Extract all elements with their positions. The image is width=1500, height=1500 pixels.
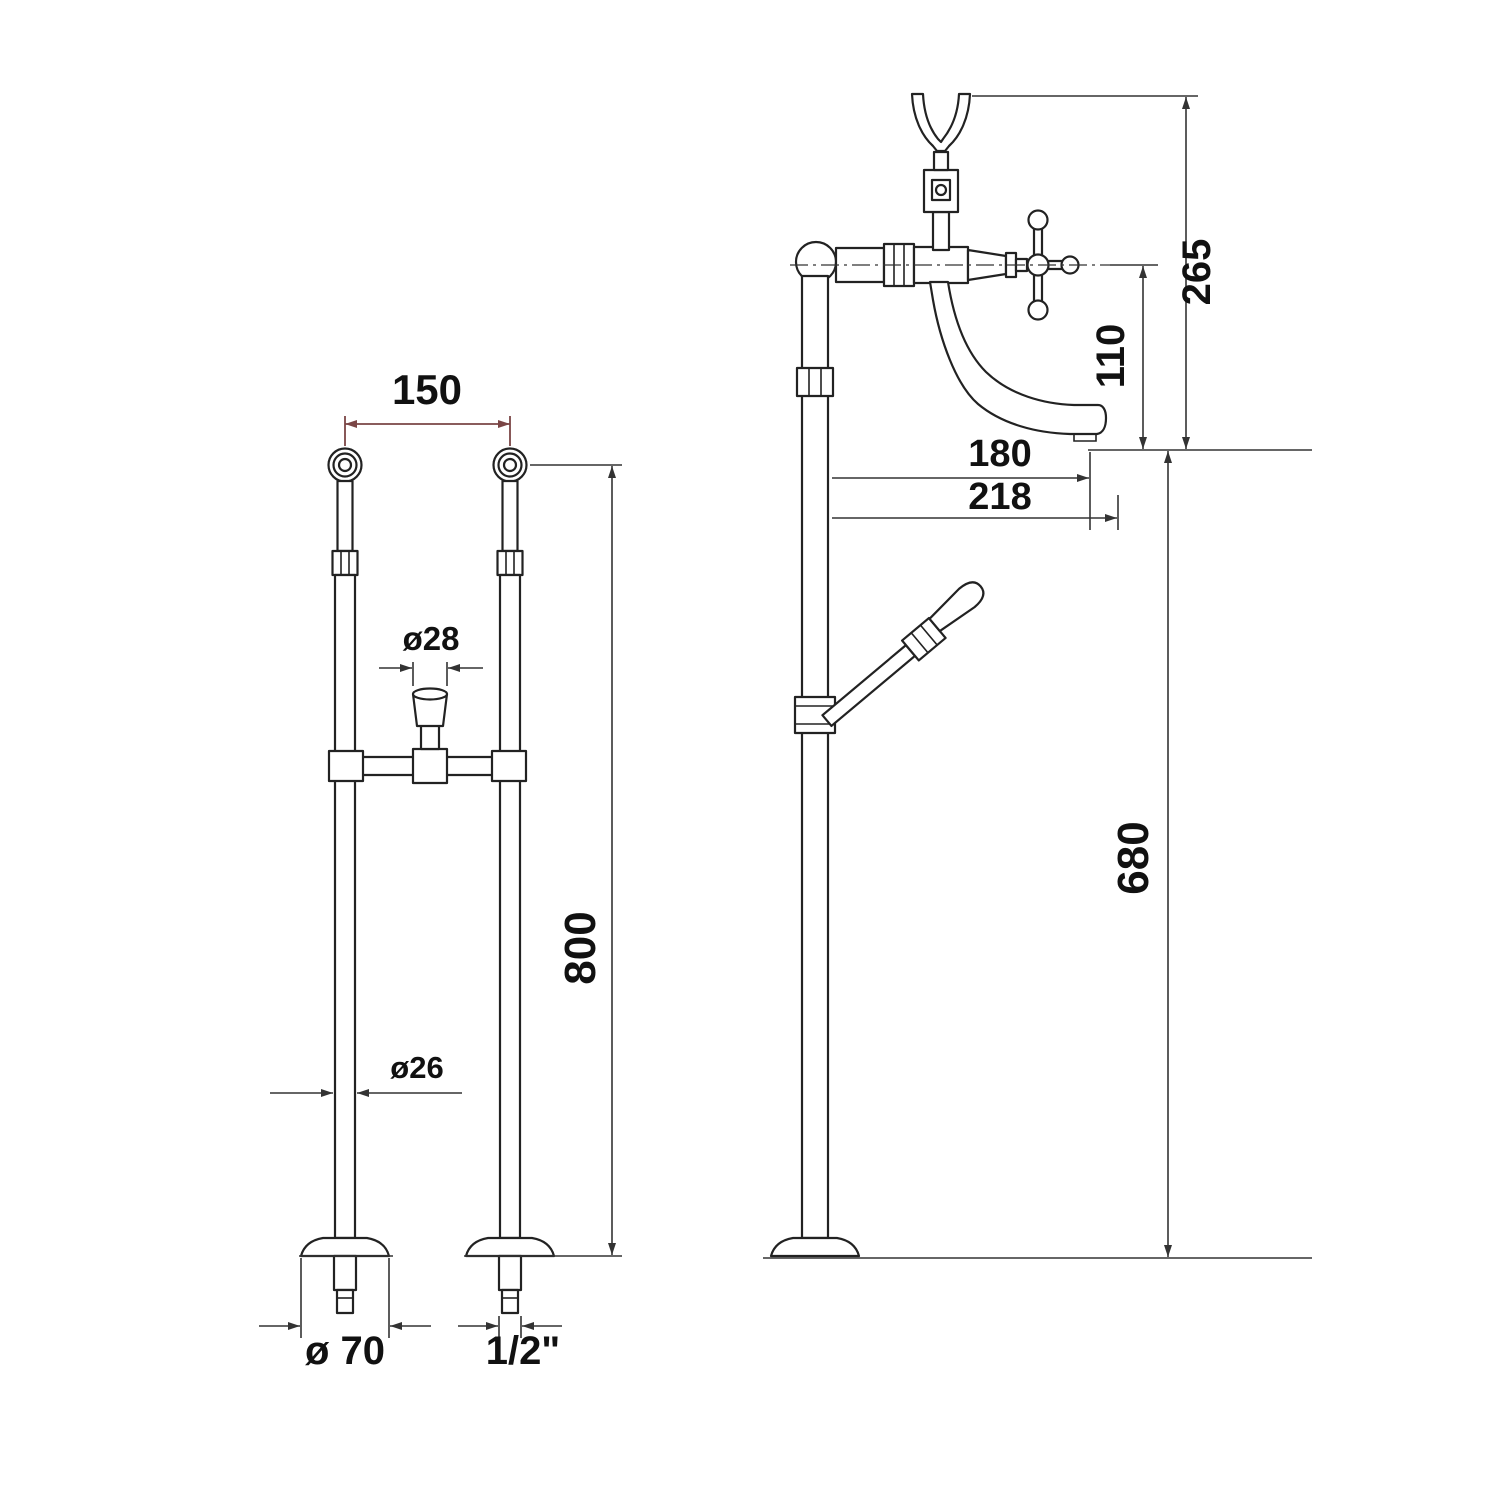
tail-pipe xyxy=(332,1254,358,1292)
right-standpipe xyxy=(464,447,556,1315)
dim-label-base-diameter: ø 70 xyxy=(305,1329,385,1373)
nut-facet xyxy=(910,632,929,654)
dim-pipe-spacing: 150 xyxy=(344,366,511,446)
riser-nut xyxy=(795,366,835,398)
dim-base-diameter: ø 70 xyxy=(259,1258,431,1373)
dim-label-holder-diameter: ø28 xyxy=(403,620,460,657)
tail-nipple xyxy=(335,1288,355,1315)
union-eye-inner xyxy=(337,457,353,473)
pipe-nut xyxy=(331,549,359,577)
pipe-nut xyxy=(496,549,524,577)
handshower-assembly xyxy=(821,581,985,728)
handle-ball-bottom xyxy=(1027,299,1049,321)
cradle-screw xyxy=(934,183,948,197)
fork-cradle xyxy=(910,92,972,153)
cradle-neck-lower xyxy=(931,210,951,252)
floor-flange xyxy=(464,1236,556,1258)
pipe-neck xyxy=(336,479,354,553)
dim-thread-size: 1/2" xyxy=(458,1316,562,1373)
dim-label-pipe-diameter: ø26 xyxy=(390,1050,443,1085)
union-eye-inner xyxy=(502,457,518,473)
spout xyxy=(928,280,1108,442)
dim-label-spout-reach-outer: 218 xyxy=(968,476,1031,518)
standpipe-tube xyxy=(498,573,522,1240)
spout-outlet-lip xyxy=(1073,434,1097,442)
dim-label-spout-drop: 110 xyxy=(1089,324,1133,389)
dim-label-column-height: 680 xyxy=(1109,821,1158,894)
shower-hose xyxy=(821,644,917,728)
cradle-neck-upper xyxy=(932,150,950,172)
holder-stub xyxy=(419,722,441,751)
riser-tube xyxy=(800,274,830,1240)
dim-spout-reach: 180 xyxy=(832,433,1091,530)
riser-column xyxy=(769,240,861,1258)
dim-column-height: 680 xyxy=(1109,451,1172,1257)
dim-label-thread-size: 1/2" xyxy=(486,1329,561,1373)
dim-label-pipe-height: 800 xyxy=(556,911,605,984)
crossbar-right-fitting xyxy=(490,749,528,783)
standpipe-tube xyxy=(333,573,357,1240)
left-standpipe xyxy=(299,447,391,1315)
dim-holder-diameter: ø28 xyxy=(379,620,483,686)
crossbar-tee xyxy=(411,747,449,785)
floor-flange xyxy=(769,1236,861,1258)
handle-ball-top xyxy=(1027,209,1049,231)
right-view: 265 110 180 218 680 xyxy=(763,92,1312,1259)
dim-label-pipe-spacing: 150 xyxy=(392,366,462,413)
floor-flange xyxy=(299,1236,391,1258)
dim-spout-drop: 110 xyxy=(1089,264,1158,449)
dim-pipe-diameter: ø26 xyxy=(270,1050,462,1097)
holder-cup-rim xyxy=(411,687,449,701)
dim-label-spout-reach: 180 xyxy=(968,433,1031,475)
nut-facet xyxy=(919,624,938,646)
pipe-neck xyxy=(501,479,519,553)
left-view: 150 ø28 800 ø26 ø 70 xyxy=(259,366,622,1373)
tail-pipe xyxy=(497,1254,523,1292)
spout-body xyxy=(928,280,1108,436)
handshower-handle xyxy=(928,581,985,633)
crossbar-left-fitting xyxy=(327,749,365,783)
dim-label-overall-top-height: 265 xyxy=(1175,239,1219,306)
shower-cradle xyxy=(910,92,972,252)
dim-pipe-height: 800 xyxy=(530,464,622,1255)
dim-overall-top-height: 265 xyxy=(972,95,1219,449)
tail-nipple xyxy=(500,1288,520,1315)
dim-spout-reach-outer: 218 xyxy=(832,476,1119,530)
shower-holder-crossbar xyxy=(327,687,528,785)
